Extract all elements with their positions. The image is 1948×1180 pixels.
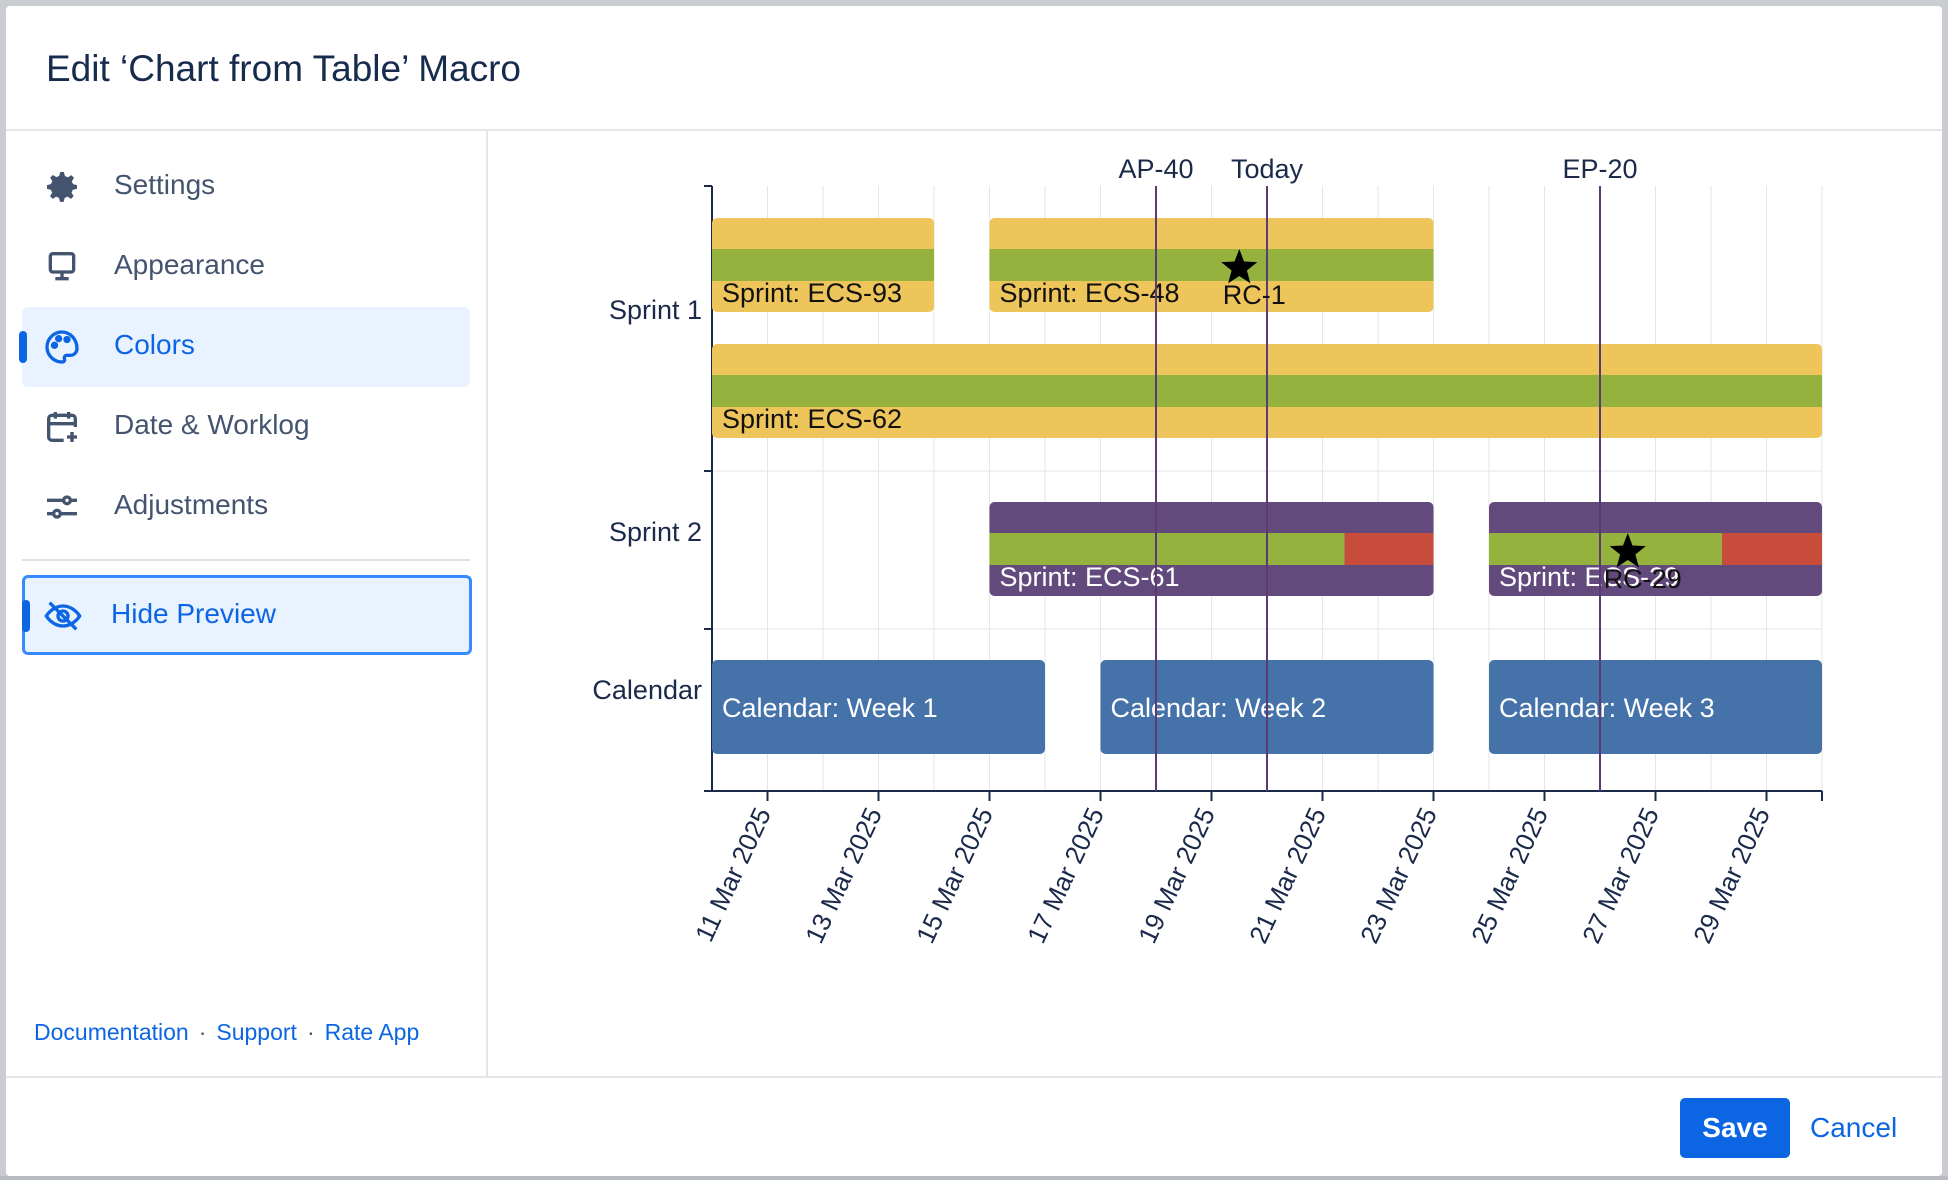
edit-macro-dialog: Edit ‘Chart from Table’ Macro Settings A… <box>6 6 1942 1176</box>
support-link[interactable]: Support <box>216 1019 297 1045</box>
x-tick-label: 15 Mar 2025 <box>910 803 999 948</box>
row-label: Sprint 1 <box>609 295 702 325</box>
sidebar: Settings Appearance Colors Date & Worklo… <box>6 131 488 1076</box>
sidebar-item-settings[interactable]: Settings <box>22 147 470 227</box>
row-label: Calendar <box>592 675 702 705</box>
sidebar-item-label: Appearance <box>114 249 266 280</box>
calendar-plus-icon <box>47 412 77 442</box>
x-tick-label: 23 Mar 2025 <box>1354 803 1443 948</box>
rate-app-link[interactable]: Rate App <box>324 1019 420 1045</box>
progress-bar <box>712 249 934 281</box>
sidebar-divider <box>22 559 470 561</box>
overdue-bar <box>1722 533 1822 565</box>
x-tick-label: 25 Mar 2025 <box>1465 803 1554 948</box>
x-tick-label: 21 Mar 2025 <box>1243 803 1332 948</box>
link-separator: · <box>198 1019 207 1045</box>
documentation-link[interactable]: Documentation <box>34 1019 189 1045</box>
active-indicator <box>22 600 30 632</box>
link-separator: · <box>306 1019 315 1045</box>
sidebar-item-label: Settings <box>114 169 216 200</box>
bar-label: Calendar: Week 3 <box>1499 693 1715 723</box>
dialog-title: Edit ‘Chart from Table’ Macro <box>46 48 522 89</box>
cancel-button[interactable]: Cancel <box>1810 1112 1898 1143</box>
hide-preview-label: Hide Preview <box>111 598 276 629</box>
bar-label: Calendar: Week 1 <box>722 693 938 723</box>
backdrop <box>0 1176 1948 1180</box>
palette-icon <box>45 330 79 364</box>
sliders-icon <box>47 495 77 519</box>
milestone-label: RC-29 <box>1604 564 1682 594</box>
bar-label: Sprint: ECS-62 <box>722 404 902 434</box>
bar-label: Sprint: ECS-61 <box>1000 562 1180 592</box>
sidebar-item-label: Adjustments <box>114 489 269 520</box>
active-indicator <box>19 331 27 363</box>
x-tick-label: 13 Mar 2025 <box>799 803 888 948</box>
x-tick-label: 29 Mar 2025 <box>1687 803 1776 948</box>
x-tick-label: 11 Mar 2025 <box>689 803 777 946</box>
gear-icon <box>47 172 77 202</box>
hide-preview-button[interactable]: Hide Preview <box>22 575 472 655</box>
bar-label: Sprint: ECS-93 <box>722 278 902 308</box>
marker-label: EP-20 <box>1562 154 1637 184</box>
monitor-icon <box>48 251 76 281</box>
sidebar-item-appearance[interactable]: Appearance <box>22 227 470 307</box>
row-label: Sprint 2 <box>609 517 702 547</box>
progress-bar <box>989 533 1345 565</box>
bar-label: Sprint: ECS-29 <box>1499 562 1679 592</box>
x-tick-label: 17 Mar 2025 <box>1021 803 1110 948</box>
sidebar-item-label: Colors <box>114 329 195 360</box>
x-tick-label: 27 Mar 2025 <box>1576 803 1665 948</box>
bar-label: Sprint: ECS-48 <box>1000 278 1180 308</box>
marker-label: AP-40 <box>1118 154 1193 184</box>
milestone-star <box>1221 249 1258 284</box>
dialog-footer: Save Cancel <box>6 1076 1942 1176</box>
sidebar-item-adjustments[interactable]: Adjustments <box>22 467 470 547</box>
progress-bar <box>1489 533 1723 565</box>
x-tick-label: 19 Mar 2025 <box>1132 803 1221 948</box>
help-links: Documentation · Support · Rate App <box>34 1019 419 1046</box>
gantt-bar <box>712 660 1045 754</box>
progress-bar <box>989 249 1434 281</box>
eye-slash-icon <box>44 601 82 631</box>
sidebar-item-date-worklog[interactable]: Date & Worklog <box>22 387 470 467</box>
dialog-header: Edit ‘Chart from Table’ Macro <box>6 6 1942 131</box>
marker-label: Today <box>1231 154 1304 184</box>
bar-label: Calendar: Week 2 <box>1111 693 1327 723</box>
save-button[interactable]: Save <box>1680 1098 1790 1158</box>
gantt-bar <box>1489 660 1822 754</box>
overdue-bar <box>1344 533 1434 565</box>
sidebar-item-label: Date & Worklog <box>114 409 310 440</box>
sidebar-item-colors[interactable]: Colors <box>19 307 470 387</box>
milestone-label: RC-1 <box>1223 280 1286 310</box>
milestone-star <box>1609 533 1646 568</box>
